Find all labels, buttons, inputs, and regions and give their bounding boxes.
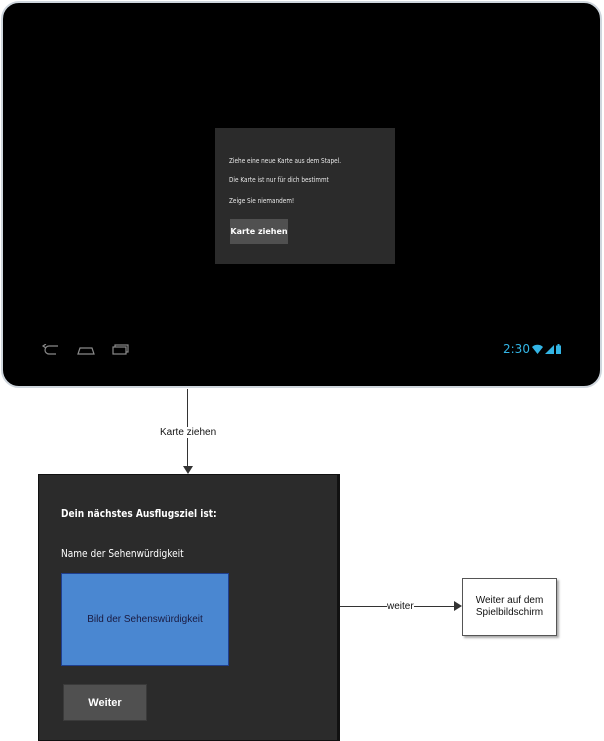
arrow-head-1 xyxy=(183,466,193,474)
sight-image-caption: Bild der Sehenswürdigkeit xyxy=(87,614,203,625)
draw-card-dialog: Ziehe eine neue Karte aus dem Stapel. Di… xyxy=(215,128,395,264)
dialog-line-3: Zeige Sie niemandem! xyxy=(229,197,295,205)
transition-label-1: Karte ziehen xyxy=(160,427,217,438)
arrow-head-2 xyxy=(454,601,462,611)
sight-name: Name der Sehenwürdigkeit xyxy=(61,547,184,560)
back-icon[interactable] xyxy=(41,344,61,356)
destination-label: Weiter auf dem Spielbildschirm xyxy=(475,594,544,619)
status-area: 2:30 xyxy=(503,342,561,356)
wifi-icon xyxy=(531,344,543,354)
continue-button[interactable]: Weiter xyxy=(63,684,147,721)
home-icon[interactable] xyxy=(76,344,96,356)
dialog-line-2: Die Karte ist nur für dich bestimmt xyxy=(229,176,329,184)
signal-icon xyxy=(544,345,554,354)
screen-heading: Dein nächstes Ausflugsziel ist: xyxy=(61,507,217,520)
transition-label-2: weiter xyxy=(387,601,414,612)
draw-card-button[interactable]: Karte ziehen xyxy=(230,219,288,244)
dialog-line-1: Ziehe eine neue Karte aus dem Stapel. xyxy=(229,157,342,165)
sight-image-placeholder: Bild der Sehenswürdigkeit xyxy=(61,573,229,666)
destination-box: Weiter auf dem Spielbildschirm xyxy=(462,578,557,636)
destination-reveal-screen: Dein nächstes Ausflugsziel ist: Name der… xyxy=(38,474,340,741)
battery-icon xyxy=(555,344,561,354)
clock: 2:30 xyxy=(503,342,530,356)
recent-apps-icon[interactable] xyxy=(111,344,131,356)
tablet-screen: Ziehe eine neue Karte aus dem Stapel. Di… xyxy=(1,1,602,388)
